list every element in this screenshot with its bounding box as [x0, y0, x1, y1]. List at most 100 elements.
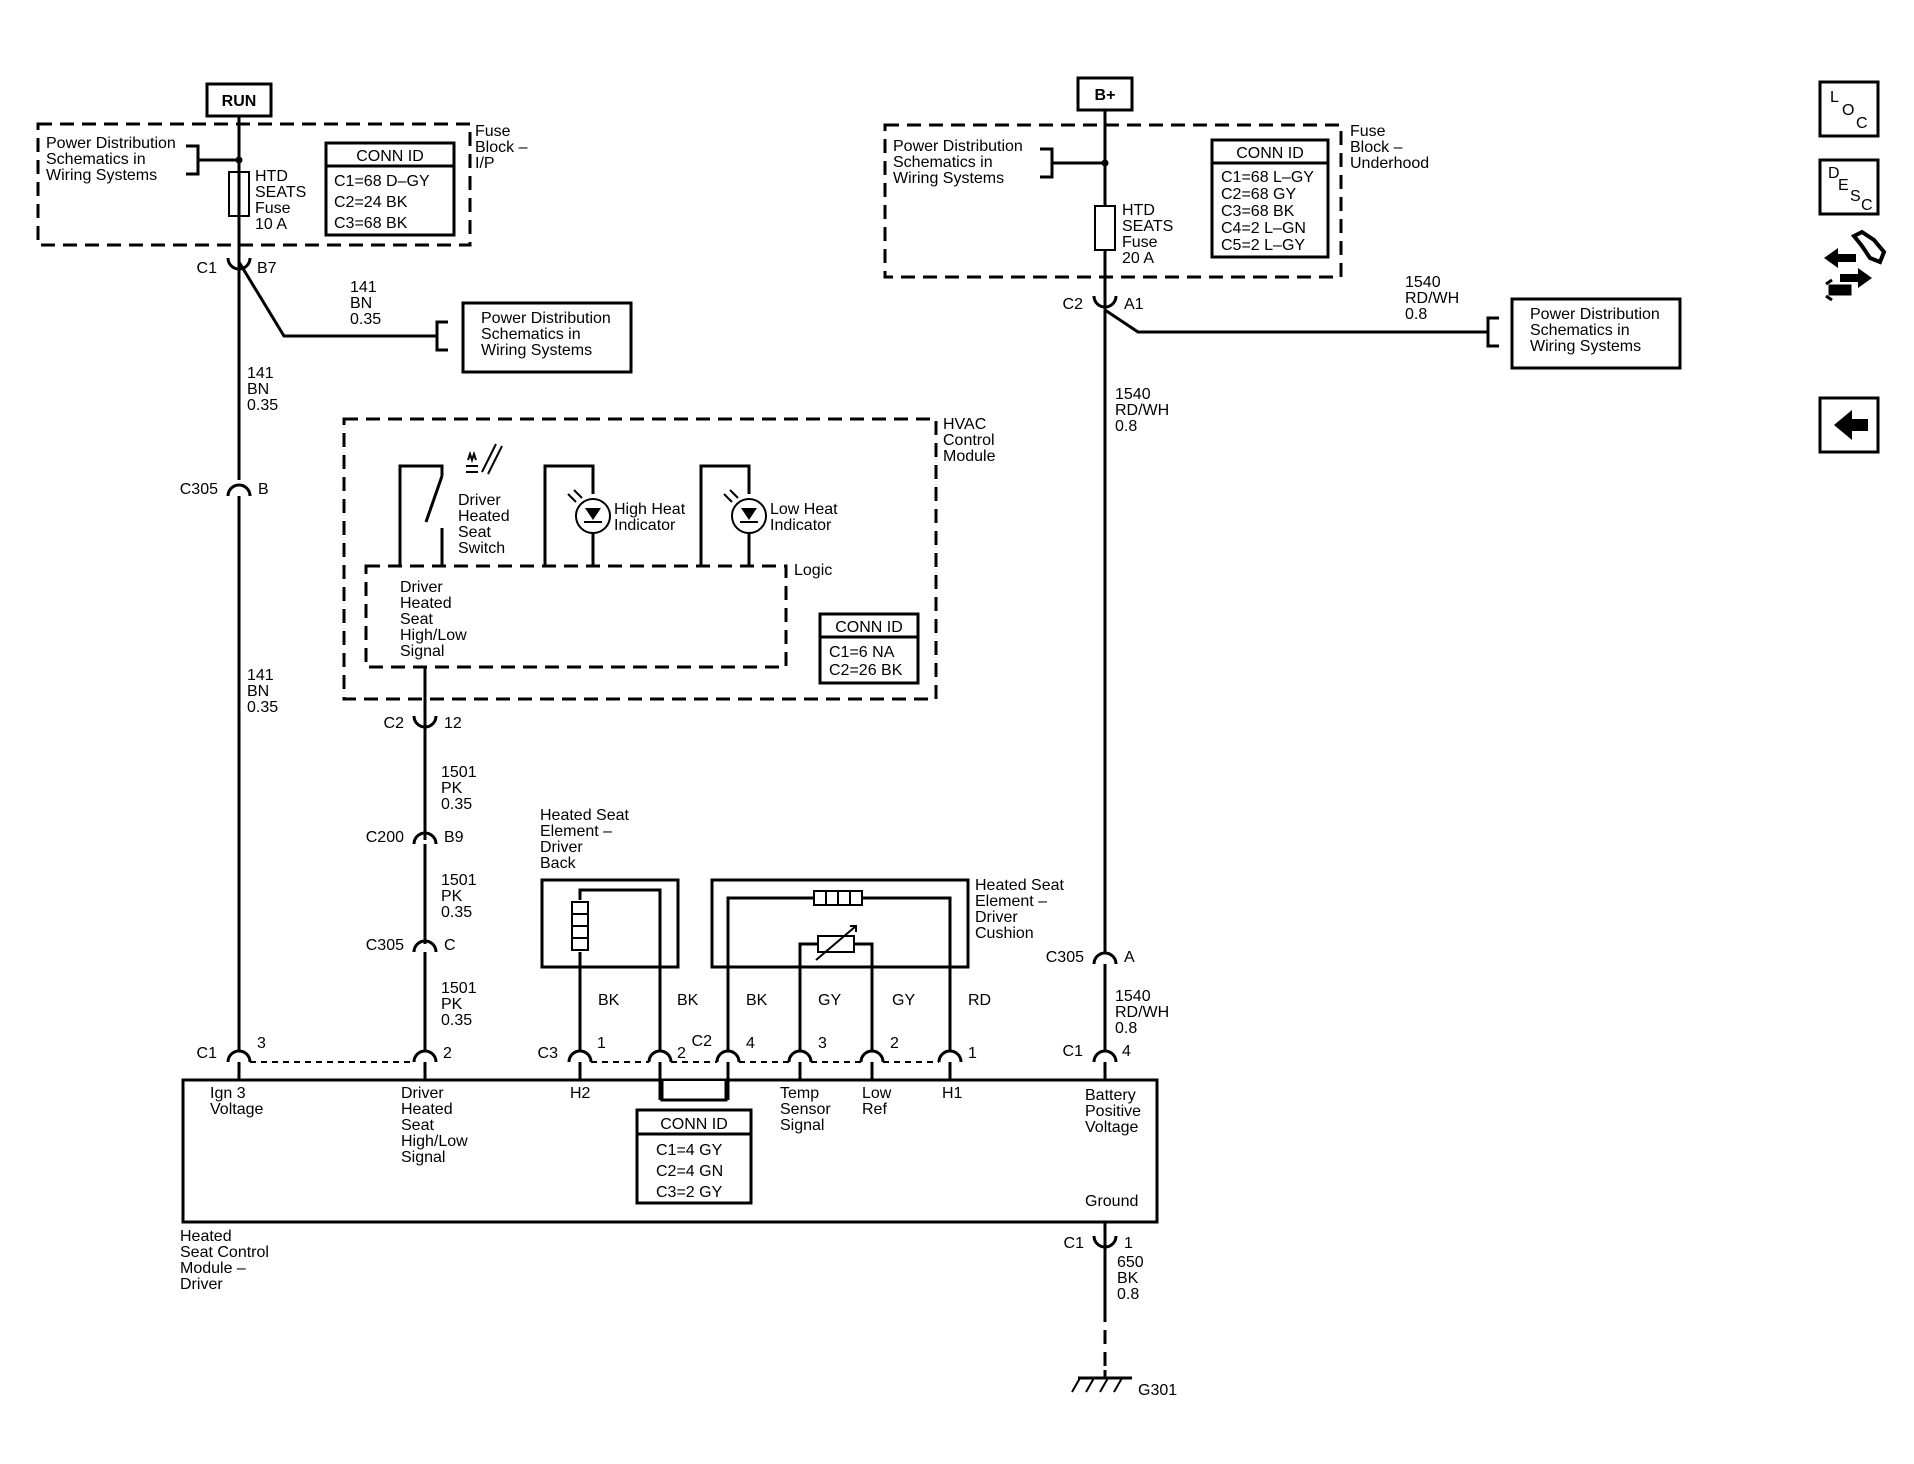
svg-text:O: O	[1842, 102, 1854, 119]
svg-text:C2=24 BK: C2=24 BK	[334, 194, 408, 211]
svg-text:S: S	[1850, 188, 1861, 205]
svg-text:Heated: Heated	[400, 595, 452, 612]
svg-text:Wiring Systems: Wiring Systems	[46, 167, 157, 184]
svg-text:I/P: I/P	[475, 155, 495, 172]
svg-text:Element –: Element –	[540, 823, 612, 840]
svg-text:PK: PK	[441, 888, 463, 905]
svg-text:C2=4 GN: C2=4 GN	[656, 1163, 723, 1180]
svg-text:Voltage: Voltage	[210, 1101, 263, 1118]
svg-text:RD/WH: RD/WH	[1115, 402, 1169, 419]
svg-text:HVAC: HVAC	[943, 416, 986, 433]
svg-text:B9: B9	[444, 829, 464, 846]
svg-text:C: C	[444, 937, 456, 954]
svg-text:Battery: Battery	[1085, 1087, 1136, 1104]
svg-text:Switch: Switch	[458, 540, 505, 557]
svg-text:SEATS: SEATS	[255, 184, 306, 201]
svg-text:1540: 1540	[1405, 274, 1441, 291]
svg-text:C4=2 L–GN: C4=2 L–GN	[1221, 220, 1306, 237]
svg-text:141: 141	[247, 667, 274, 684]
conn-id-box-4	[635, 1108, 753, 1205]
pds-link-right[interactable]: Power Distribution	[893, 138, 1023, 155]
svg-text:Underhood: Underhood	[1350, 155, 1429, 172]
svg-text:Wiring Systems: Wiring Systems	[893, 170, 1004, 187]
svg-text:Block –: Block –	[475, 139, 528, 156]
svg-text:Cushion: Cushion	[975, 925, 1034, 942]
svg-text:Block –: Block –	[1350, 139, 1403, 156]
svg-text:Driver: Driver	[180, 1276, 223, 1293]
svg-text:141: 141	[350, 279, 377, 296]
svg-text:CONN ID: CONN ID	[356, 148, 424, 165]
svg-text:Low Heat: Low Heat	[770, 501, 838, 518]
svg-text:BK: BK	[677, 992, 699, 1009]
connector-c305-a	[1092, 951, 1118, 965]
svg-text:C1=68 L–GY: C1=68 L–GY	[1221, 169, 1314, 186]
svg-text:BK: BK	[598, 992, 620, 1009]
svg-text:B: B	[258, 481, 269, 498]
svg-text:0.8: 0.8	[1117, 1286, 1139, 1303]
svg-text:H2: H2	[570, 1085, 591, 1102]
svg-text:Fuse: Fuse	[255, 200, 291, 217]
svg-text:GY: GY	[892, 992, 915, 1009]
svg-text:C5=2 L–GY: C5=2 L–GY	[1221, 237, 1305, 254]
svg-text:3: 3	[257, 1035, 266, 1052]
svg-text:2: 2	[677, 1045, 686, 1062]
svg-text:PK: PK	[441, 996, 463, 1013]
svg-text:1501: 1501	[441, 872, 477, 889]
svg-text:Ground: Ground	[1085, 1193, 1138, 1210]
svg-text:Fuse: Fuse	[1122, 234, 1158, 251]
connector-tools-icon[interactable]	[1824, 229, 1887, 302]
svg-text:Schematics in: Schematics in	[893, 154, 993, 171]
svg-text:RD/WH: RD/WH	[1115, 1004, 1169, 1021]
pds-box-right[interactable]	[1510, 297, 1682, 370]
svg-text:Sensor: Sensor	[780, 1101, 831, 1118]
svg-text:C3=68 BK: C3=68 BK	[334, 215, 408, 232]
svg-text:SEATS: SEATS	[1122, 218, 1173, 235]
svg-text:C1: C1	[1064, 1235, 1085, 1252]
svg-text:Seat Control: Seat Control	[180, 1244, 269, 1261]
svg-text:12: 12	[444, 715, 462, 732]
svg-text:Ref: Ref	[862, 1101, 887, 1118]
svg-text:0.8: 0.8	[1405, 306, 1427, 323]
svg-text:B7: B7	[257, 260, 277, 277]
svg-text:Power Distribution: Power Distribution	[1530, 306, 1660, 323]
seat-back-element-label: Heated Seat	[540, 807, 630, 824]
connector-c200-b9	[412, 831, 438, 845]
fuse-icon-20a	[1094, 205, 1116, 251]
back-arrow-icon[interactable]	[1818, 396, 1880, 454]
fuse-block-underhood	[883, 123, 1343, 279]
svg-text:BN: BN	[350, 295, 372, 312]
svg-text:Module –: Module –	[180, 1260, 246, 1277]
svg-text:C1: C1	[197, 260, 218, 277]
svg-text:HTD: HTD	[1122, 202, 1155, 219]
svg-text:CONN ID: CONN ID	[1236, 145, 1304, 162]
svg-text:GY: GY	[818, 992, 841, 1009]
module-label: Heated	[180, 1228, 232, 1245]
svg-text:1501: 1501	[441, 980, 477, 997]
pds-box-left[interactable]	[461, 301, 633, 374]
svg-text:0.35: 0.35	[247, 397, 278, 414]
svg-text:C1=4 GY: C1=4 GY	[656, 1142, 723, 1159]
svg-text:C: C	[1861, 197, 1873, 214]
svg-text:Heated: Heated	[401, 1101, 453, 1118]
svg-text:Schematics in: Schematics in	[1530, 322, 1630, 339]
svg-text:C3: C3	[538, 1045, 559, 1062]
desc-button[interactable]: D E S C	[1818, 158, 1880, 216]
svg-text:Low: Low	[862, 1085, 892, 1102]
svg-text:Wiring Systems: Wiring Systems	[481, 342, 592, 359]
loc-button[interactable]: L O C	[1818, 80, 1880, 138]
svg-text:C1: C1	[197, 1045, 218, 1062]
svg-text:C2=26 BK: C2=26 BK	[829, 662, 903, 679]
svg-text:CONN ID: CONN ID	[660, 1116, 728, 1133]
svg-text:D: D	[1828, 165, 1840, 182]
svg-text:High/Low: High/Low	[400, 627, 467, 644]
ground-icon	[1071, 1370, 1132, 1393]
svg-text:Heated: Heated	[458, 508, 510, 525]
pds-link-left[interactable]: Power Distribution	[46, 135, 176, 152]
svg-text:0.35: 0.35	[441, 904, 472, 921]
svg-text:1540: 1540	[1115, 386, 1151, 403]
svg-text:Schematics in: Schematics in	[481, 326, 581, 343]
svg-text:E: E	[1838, 177, 1849, 194]
svg-text:A: A	[1124, 949, 1135, 966]
seat-heater-icon	[466, 443, 503, 475]
